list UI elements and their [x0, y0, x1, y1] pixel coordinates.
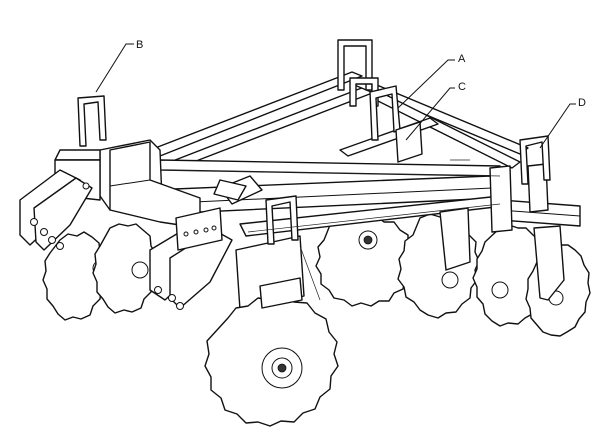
front-diagonal-brace — [159, 159, 501, 177]
callout-d: D — [539, 97, 586, 149]
right-disc-1-hub — [441, 271, 459, 289]
right-vertical-post-2 — [527, 163, 549, 213]
hitch-pin-4 — [56, 242, 64, 250]
front-pin-2 — [168, 294, 176, 302]
front-disc-gang — [204, 235, 339, 427]
front-pin-3 — [176, 302, 184, 310]
lower-beam-top-edge — [151, 187, 493, 205]
shade-1 — [159, 169, 501, 177]
adjustment-plate — [175, 207, 223, 251]
clamps — [77, 39, 551, 245]
u-bolt-b — [77, 95, 107, 147]
front-disc-nut — [277, 363, 287, 373]
clamp-c — [395, 121, 423, 163]
callout-b-leader — [95, 43, 134, 93]
adj-hole-1 — [183, 231, 189, 237]
right-disc-2-hub — [491, 281, 509, 299]
u-bolt-a — [369, 85, 401, 141]
u-bolt-mid — [213, 179, 247, 201]
rear-disc-1 — [315, 215, 414, 307]
front-pin-1 — [154, 286, 162, 294]
left-disc-2-hub — [131, 261, 149, 279]
callout-d-leader — [539, 103, 576, 149]
left-disc-gang — [42, 223, 158, 321]
left-hitch — [19, 139, 263, 310]
adj-hole-2 — [193, 229, 199, 235]
adj-hole-4 — [211, 225, 217, 231]
hitch-tower-edge — [109, 179, 151, 187]
right-side-bracket — [533, 225, 565, 301]
main-frame — [149, 71, 581, 301]
right-vertical-post — [489, 165, 513, 233]
callout-c: C — [405, 81, 466, 141]
hitch-pin-5 — [82, 182, 90, 190]
right-cross-tube-edge — [499, 209, 581, 217]
hitch-pin-3 — [48, 236, 56, 244]
rear-disc-nut — [363, 235, 373, 245]
left-disc-2 — [92, 223, 158, 314]
u-bolt-top — [337, 39, 373, 91]
hitch-pin-2 — [40, 228, 48, 236]
callout-b: B — [95, 39, 143, 93]
adj-hole-3 — [203, 227, 209, 233]
rear-top-beam — [149, 71, 363, 157]
front-bearing-bracket — [259, 277, 303, 309]
hitch-pin-1 — [30, 218, 38, 226]
callout-a: A — [397, 53, 466, 109]
callout-c-leader — [405, 87, 455, 141]
shade-2 — [247, 203, 501, 233]
callout-d-label: D — [578, 97, 586, 109]
callout-a-label: A — [458, 53, 466, 65]
hitch-box-top — [54, 149, 101, 161]
callout-c-label: C — [458, 81, 466, 93]
rear-disc-gang — [315, 213, 591, 337]
shade-3 — [299, 245, 321, 301]
right-inner-bracket — [439, 207, 471, 271]
lower-link-left-2 — [33, 177, 93, 251]
left-disc-1 — [42, 231, 107, 321]
u-bolt-center — [265, 195, 299, 245]
u-bolt-d — [519, 135, 551, 185]
center-tube — [339, 117, 439, 157]
callout-a-leader — [397, 59, 455, 109]
shading-lines — [159, 159, 501, 301]
callout-b-label: B — [136, 39, 143, 51]
